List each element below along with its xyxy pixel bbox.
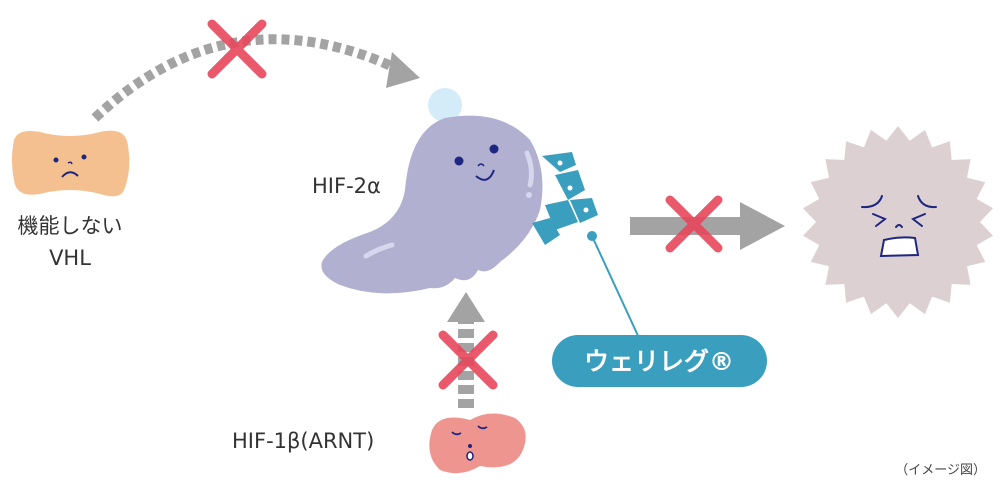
- hif2a-character: [321, 115, 543, 294]
- cross-icon: [665, 195, 723, 253]
- drug-label-pill: ウェリレグ®: [552, 335, 767, 387]
- vhl-label-line1: 機能しない: [18, 214, 123, 238]
- cross-icon: [438, 330, 498, 390]
- hif1b-label: HIF-1β(ARNT): [232, 429, 374, 453]
- blocked-arc-arrow: [91, 34, 420, 122]
- drug-molecule-icon: [532, 152, 641, 341]
- oxygen-bubble: [428, 88, 462, 122]
- tumor-cell-character: [803, 126, 993, 318]
- image-note: （イメージ図）: [895, 463, 986, 478]
- hif2a-label: HIF-2α: [312, 174, 381, 198]
- hif1b-character: [429, 413, 526, 474]
- drug-label: ウェリレグ®: [584, 347, 734, 376]
- vhl-character: [12, 130, 130, 197]
- cross-icon: [207, 19, 267, 79]
- vhl-label-line2: VHL: [49, 246, 91, 270]
